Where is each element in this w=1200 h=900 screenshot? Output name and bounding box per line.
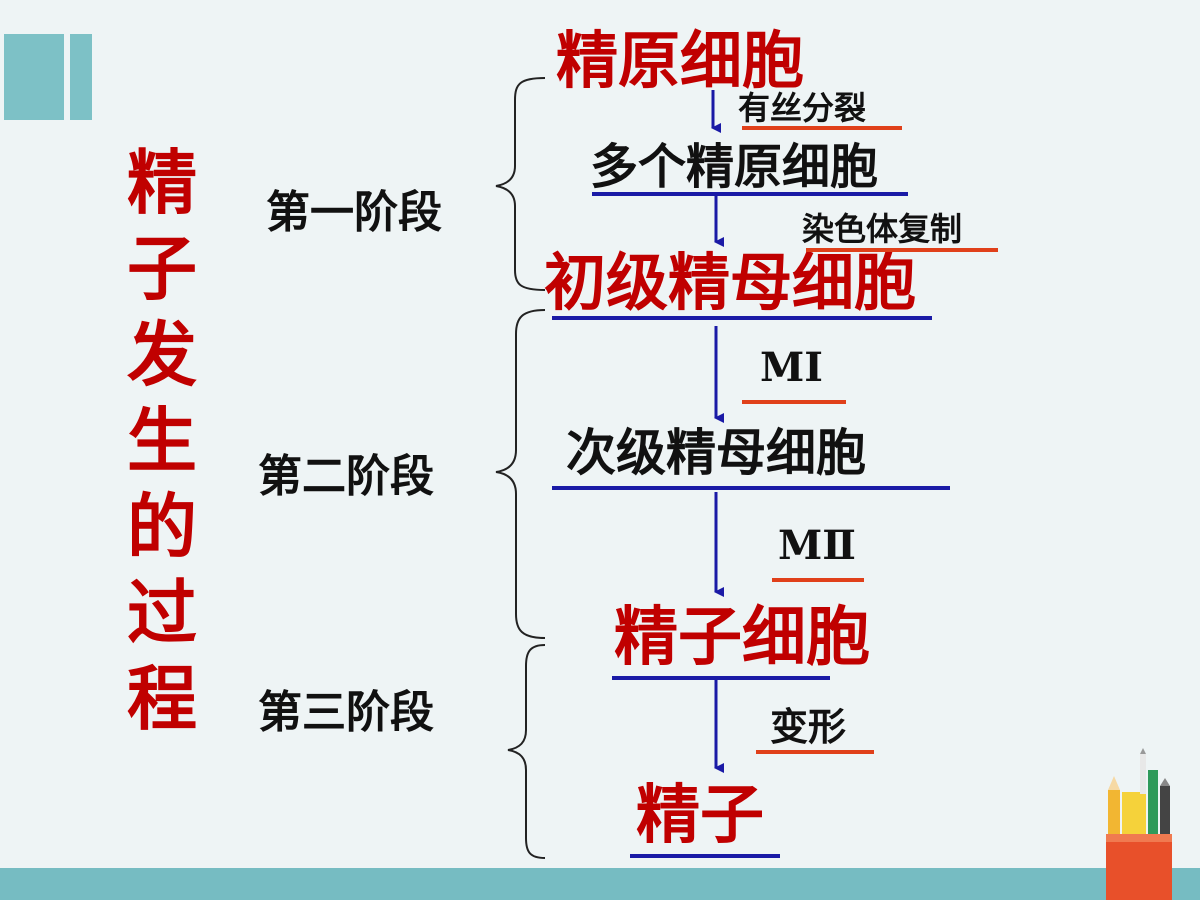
title-char: 子 <box>127 228 197 310</box>
stage-two-brace <box>495 309 546 639</box>
title-char: 程 <box>127 658 197 740</box>
stage-three-label: 第三阶段 <box>258 687 434 738</box>
cell-many-spermatogonia: 多个精原细胞 <box>590 139 879 195</box>
bottom-decorative-band <box>0 868 1200 900</box>
title-char: 生 <box>127 400 197 482</box>
cell-spermatid: 精子细胞 <box>614 601 870 675</box>
underline-secondary-spermatocyte <box>552 486 950 490</box>
cell-secondary-spermatocyte: 次级精母细胞 <box>566 424 866 482</box>
underline-meiosis-1 <box>742 400 846 404</box>
process-chromosome-replication: 染色体复制 <box>802 210 963 248</box>
process-transformation: 变形 <box>770 704 847 749</box>
cell-spermatogonium: 精原细胞 <box>556 24 805 97</box>
title-char: 精 <box>127 142 197 224</box>
title-char: 的 <box>127 486 197 568</box>
stage-one-brace <box>495 77 546 291</box>
process-meiosis-2: MⅡ <box>778 522 856 569</box>
cell-sperm: 精子 <box>636 779 764 853</box>
underline-mitosis <box>742 126 902 130</box>
underline-spermatid <box>612 676 830 680</box>
cell-primary-spermatocyte: 初级精母细胞 <box>544 246 917 319</box>
underline-meiosis-2 <box>772 578 864 582</box>
underline-chromosome-replication <box>806 248 998 252</box>
stage-three-brace <box>507 644 546 859</box>
vertical-title: 精 子 发 生 的 过 程 <box>122 140 202 742</box>
stage-one-label: 第一阶段 <box>266 187 442 238</box>
process-mitosis: 有丝分裂 <box>738 89 867 127</box>
title-char: 发 <box>127 314 197 396</box>
underline-transformation <box>756 750 874 754</box>
title-char: 过 <box>127 572 197 654</box>
pencil-cup-icon <box>1106 748 1172 900</box>
underline-sperm <box>630 854 780 858</box>
stage-two-label: 第二阶段 <box>258 451 434 502</box>
decorative-block-wide <box>4 34 64 120</box>
process-meiosis-1: MⅠ <box>760 344 823 391</box>
decorative-block-narrow <box>70 34 92 120</box>
underline-many-spermatogonia <box>592 192 908 196</box>
underline-primary-spermatocyte <box>552 316 932 320</box>
